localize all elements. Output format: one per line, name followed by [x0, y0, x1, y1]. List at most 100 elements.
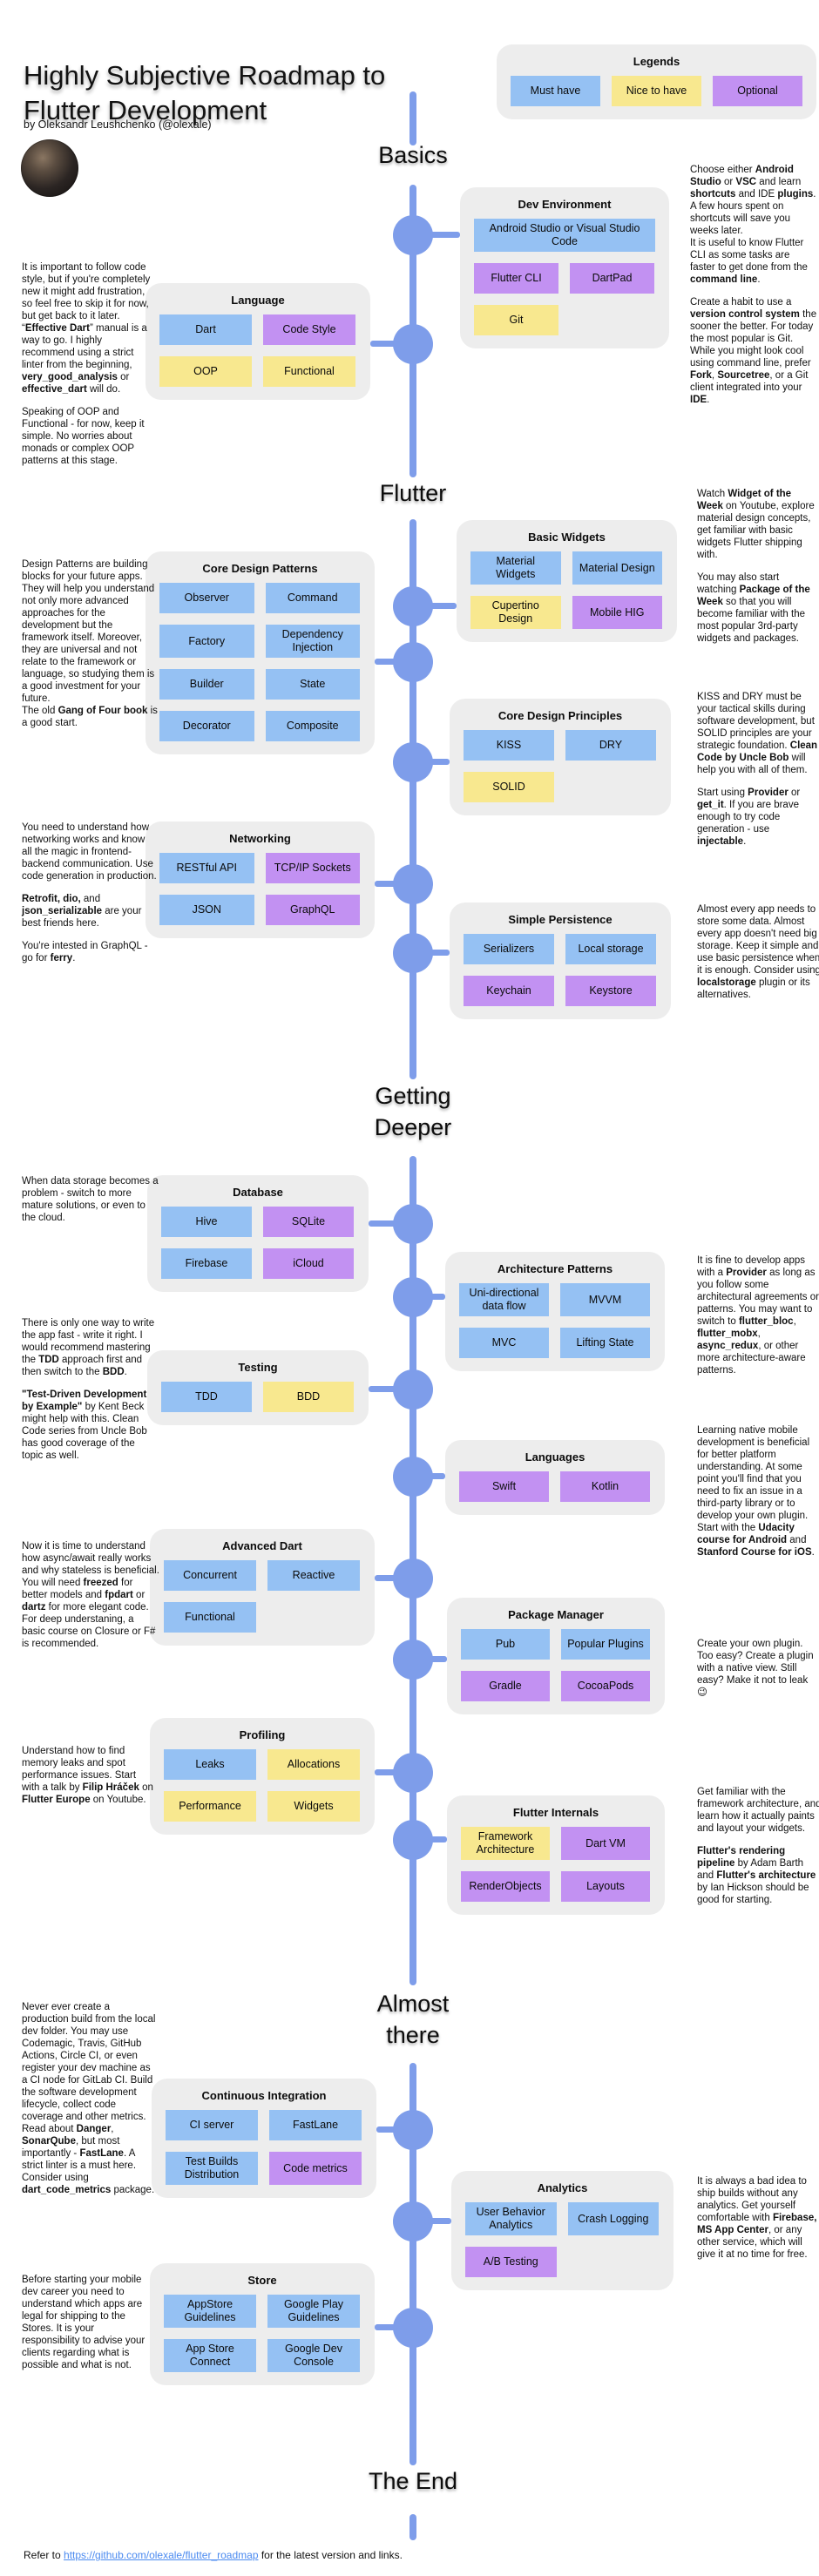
chip-swift: Swift [459, 1471, 549, 1502]
timeline-segment [410, 91, 416, 145]
chip-layouts: Layouts [561, 1871, 650, 1902]
chip-json: JSON [159, 895, 254, 925]
timeline-node [393, 1558, 433, 1599]
timeline-node [393, 864, 433, 904]
chip-google-play-guidelines: Google Play Guidelines [267, 2295, 360, 2328]
chip-builder: Builder [159, 669, 254, 700]
chip-git: Git [474, 305, 558, 335]
section-heading-flutter: Flutter [379, 480, 447, 506]
chip-nice-to-have: Nice to have [612, 76, 701, 106]
note-analytics: It is always a bad idea to ship builds w… [697, 2176, 817, 2260]
group-title: Advanced Dart [222, 1539, 302, 1552]
chip-mobile-hig: Mobile HIG [572, 596, 662, 629]
chip-dart: Dart [159, 314, 252, 345]
chip-renderobjects: RenderObjects [461, 1871, 550, 1902]
chip-keychain: Keychain [464, 976, 554, 1006]
note-persistence: Almost every app needs to store some dat… [697, 904, 819, 1000]
chip-popular-plugins: Popular Plugins [561, 1629, 650, 1660]
chip-composite: Composite [265, 711, 360, 741]
chip-dependency-injection: Dependency Injection [265, 625, 360, 658]
timeline-segment [410, 2514, 416, 2540]
chip-test-builds-distribution: Test Builds Distribution [166, 2152, 258, 2185]
chip-allocations: Allocations [267, 1749, 360, 1780]
group-title: Languages [525, 1450, 585, 1464]
note-design-patterns: Design Patterns are building blocks for … [22, 559, 158, 728]
author-byline: by Oleksandr Leushchenko (@olexale) [24, 118, 212, 131]
chip-framework-architecture: Framework Architecture [461, 1827, 550, 1860]
chip-reactive: Reactive [267, 1560, 360, 1591]
repo-link[interactable]: https://github.com/olexale/flutter_roadm… [64, 2549, 259, 2561]
note-internals: Get familiar with the framework architec… [697, 1787, 819, 1905]
chip-local-storage: Local storage [565, 934, 656, 964]
timeline-connector [369, 1386, 413, 1392]
timeline-node [393, 1457, 433, 1497]
chip-a-b-testing: A/B Testing [465, 2247, 557, 2277]
timeline-node [393, 2110, 433, 2150]
chip-decorator: Decorator [159, 711, 254, 741]
group-title: Store [247, 2274, 277, 2287]
note-native: Learning native mobile development is be… [697, 1425, 815, 1558]
chip-uni-directional-data-flow: Uni-directional data flow [459, 1283, 549, 1316]
note-testing: There is only one way to write the app f… [22, 1318, 155, 1461]
chip-ci-server: CI server [166, 2110, 258, 2140]
timeline-connector [369, 1220, 413, 1227]
chip-code-metrics: Code metrics [269, 2152, 362, 2185]
chip-observer: Observer [159, 583, 254, 613]
chip-cupertino-design: Cupertino Design [470, 596, 561, 629]
note-plugin: Create your own plugin. Too easy? Create… [697, 1639, 814, 1698]
note-architecture: It is fine to develop apps with a Provid… [697, 1255, 819, 1376]
chip-dart-vm: Dart VM [561, 1827, 650, 1860]
group-title: Profiling [239, 1728, 286, 1741]
chip-app-store-connect: App Store Connect [164, 2339, 256, 2372]
timeline-node [393, 642, 433, 682]
note-ci: Never ever create a production build fro… [22, 2002, 156, 2195]
chip-state: State [265, 669, 360, 700]
chip-dry: DRY [565, 730, 656, 761]
chip-icloud: iCloud [263, 1248, 354, 1279]
footer-suffix: for the latest version and links. [258, 2549, 403, 2561]
note-database: When data storage becomes a problem - sw… [22, 1176, 159, 1223]
chip-material-widgets: Material Widgets [470, 551, 561, 585]
chip-material-design: Material Design [572, 551, 662, 585]
section-heading-almost-there: Almost there [376, 1991, 450, 2048]
chip-dartpad: DartPad [570, 263, 654, 294]
chip-command: Command [265, 583, 360, 613]
chip-serializers: Serializers [464, 934, 554, 964]
chip-user-behavior-analytics: User Behavior Analytics [465, 2202, 557, 2235]
group-title: Testing [238, 1361, 278, 1374]
group-title: Language [231, 294, 285, 307]
chip-firebase: Firebase [161, 1248, 252, 1279]
chip-hive: Hive [161, 1207, 252, 1237]
chip-optional: Optional [713, 76, 802, 106]
timeline-segment [410, 2063, 416, 2465]
timeline-connector [370, 341, 413, 347]
timeline-node [393, 1753, 433, 1793]
timeline-connector [413, 232, 460, 238]
chip-cocoapods: CocoaPods [561, 1671, 650, 1701]
note-profiling: Understand how to find memory leaks and … [22, 1746, 153, 1805]
footer-prefix: Refer to [24, 2549, 64, 2561]
group-title: Package Manager [508, 1608, 604, 1621]
group-title: Basic Widgets [528, 531, 606, 544]
footer-note: Refer to https://github.com/olexale/flut… [24, 2549, 403, 2561]
chip-functional: Functional [164, 1602, 256, 1633]
group-title: Analytics [537, 2181, 588, 2194]
chip-oop: OOP [159, 356, 252, 387]
chip-mvvm: MVVM [560, 1283, 650, 1316]
timeline-node [393, 1204, 433, 1244]
author-avatar [21, 139, 78, 197]
timeline-node [393, 933, 433, 973]
timeline-node [393, 2201, 433, 2241]
chip-fastlane: FastLane [269, 2110, 362, 2140]
